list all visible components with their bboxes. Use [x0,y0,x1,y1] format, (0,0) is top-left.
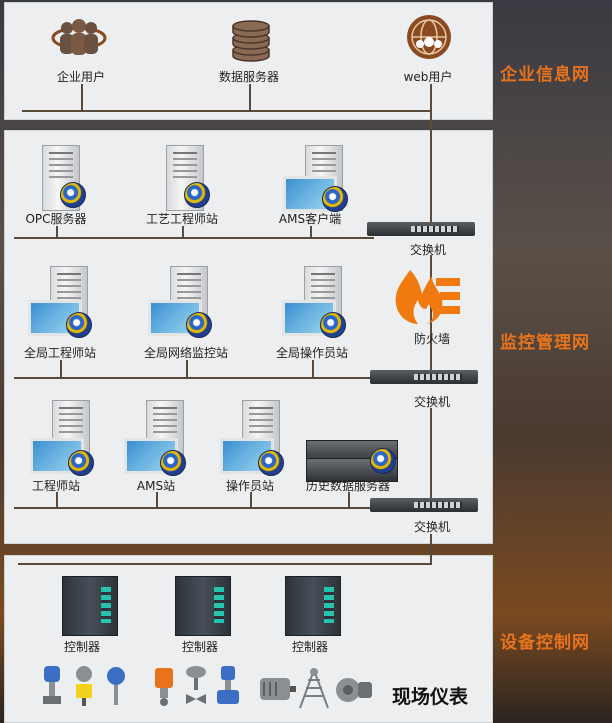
disc-icon [320,312,346,338]
disc-icon [184,182,210,208]
row2-drop-3 [312,360,314,378]
disc-icon [322,186,348,212]
firewall-icon [395,270,460,324]
fan-tower-icon [299,668,329,709]
motor-icon [260,678,296,700]
row3-drop-4 [348,492,350,508]
pump-icon [336,678,372,702]
row1-drop-1 [56,226,58,238]
zone-label-monitoring: 监控管理网 [500,333,590,353]
history-data-server-label: 历史数据服务器 [305,479,391,493]
controller-3 [285,576,341,636]
disc-icon [370,448,396,474]
control-valve-icon [186,666,206,704]
switch-1-label: 交换机 [409,243,447,257]
disc-icon [186,312,212,338]
controller-1-label: 控制器 [63,640,101,654]
row3-bus [14,507,372,509]
enterprise-drop-1 [81,84,83,110]
switch-3-label: 交换机 [413,520,451,534]
enterprise-drop-2 [249,84,251,110]
row3-drop-3 [250,492,252,508]
database-icon [232,20,270,62]
controller-bus [18,563,432,565]
switch-3 [370,498,478,512]
opc-server-label: OPC服务器 [25,212,87,226]
people-icon [51,19,107,55]
row1-drop-3 [310,226,312,238]
zone-label-device-control: 设备控制网 [500,633,590,653]
web-user-label: web用户 [403,70,453,84]
backbone-line-bottom [430,534,432,564]
backbone-line-top [430,84,432,224]
switch-2 [370,370,478,384]
switch-1 [367,222,475,236]
disc-icon [68,450,94,476]
row2-drop-1 [60,360,62,378]
row3-drop-1 [56,492,58,508]
row1-bus [14,237,374,239]
global-operator-station-label: 全局操作员站 [275,346,349,360]
backbone-line-mid [430,255,432,370]
disc-icon [60,182,86,208]
enterprise-user-label: 企业用户 [56,70,106,84]
firewall-label: 防火墙 [413,332,451,346]
row2-bus [14,377,376,379]
row3-drop-2 [156,492,158,508]
backbone-line-low [430,408,432,498]
disc-icon [258,450,284,476]
gas-detector-icon [155,668,173,706]
controller-1 [62,576,118,636]
controller-3-label: 控制器 [291,640,329,654]
controller-2-label: 控制器 [181,640,219,654]
global-network-monitor-station-label: 全局网络监控站 [143,346,229,360]
global-engineer-station-label: 全局工程师站 [23,346,97,360]
switch-2-label: 交换机 [413,395,451,409]
disc-icon [66,312,92,338]
ams-station-label: AMS站 [136,479,176,493]
zone-label-enterprise: 企业信息网 [500,65,590,85]
field-instruments-label: 现场仪表 [391,686,469,708]
globe-users-icon [407,15,451,59]
process-engineer-station-label: 工艺工程师站 [145,212,219,226]
row1-drop-2 [182,226,184,238]
operator-station-label: 操作员站 [225,479,275,493]
flow-meter-icon [217,666,239,704]
data-server-label: 数据服务器 [218,70,280,84]
controller-2 [175,576,231,636]
disc-icon [160,450,186,476]
temperature-transmitter-icon [107,667,125,705]
engineer-station-label: 工程师站 [31,479,81,493]
pressure-transmitter-icon [43,666,61,704]
enterprise-bus [22,110,432,112]
ams-client-label: AMS客户端 [278,212,342,226]
row2-drop-2 [186,360,188,378]
level-transmitter-icon [76,666,92,706]
